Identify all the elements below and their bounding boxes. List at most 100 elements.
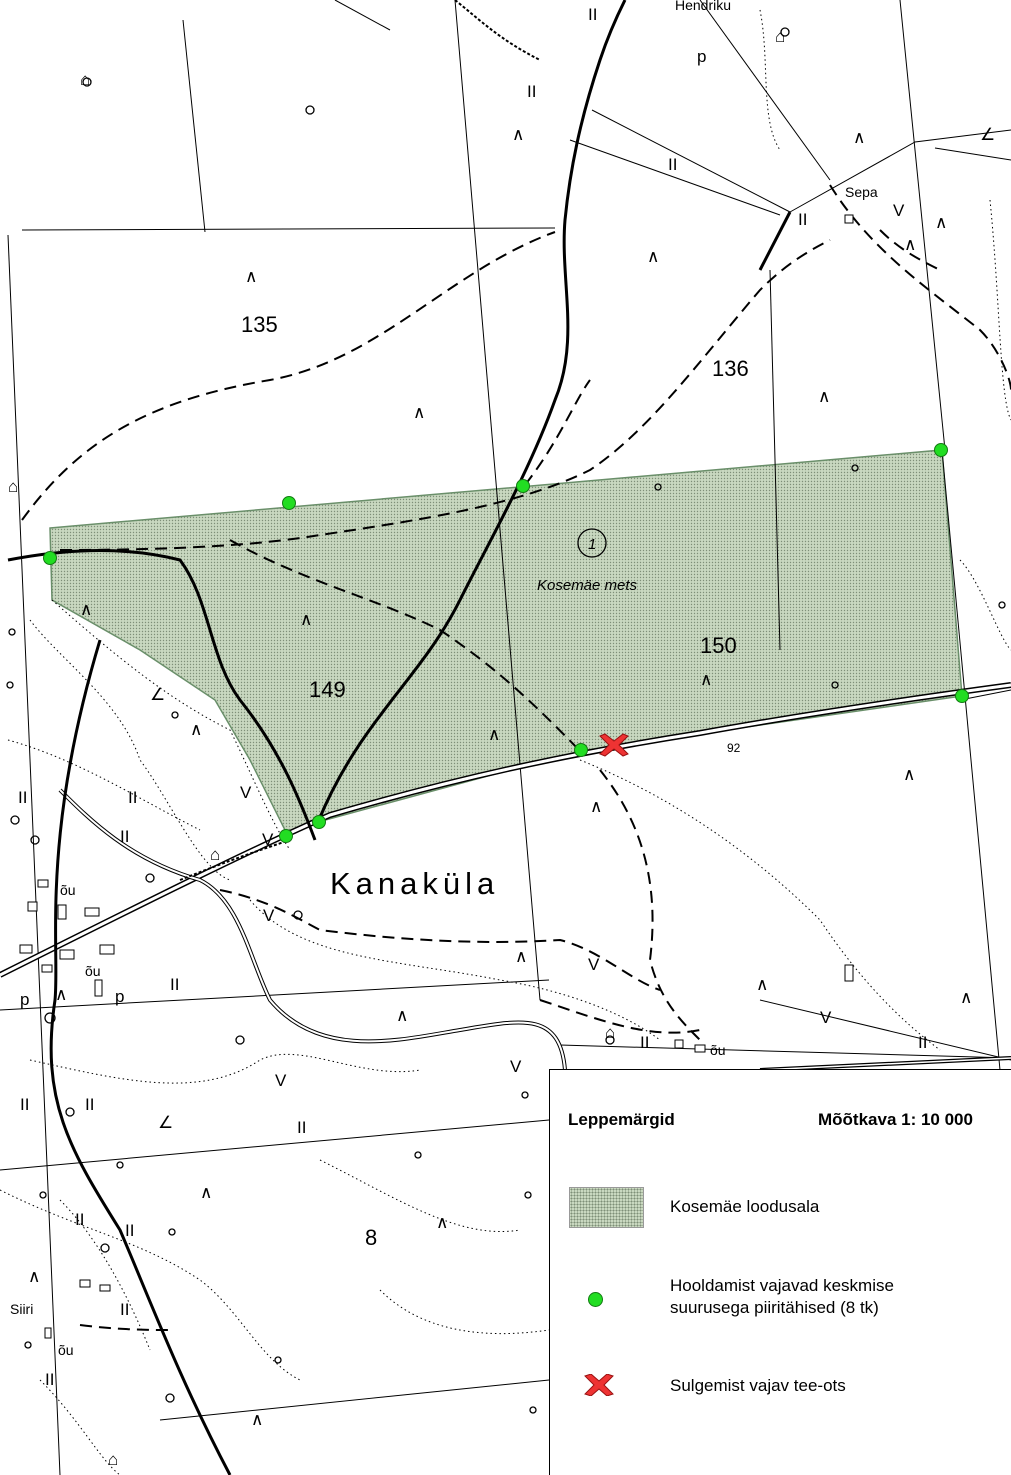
- paths: [7, 0, 792, 1475]
- svg-text:∧: ∧: [300, 610, 312, 629]
- site-number-circle: [577, 528, 607, 558]
- svg-text:∠: ∠: [158, 1113, 173, 1132]
- svg-text:p: p: [20, 990, 29, 1009]
- legend-title: Leppemärgid: [568, 1110, 675, 1129]
- place-label-sepa: Sepa: [845, 184, 878, 200]
- road-end-cross-icon: [599, 733, 629, 757]
- compartment-number: 8: [365, 1225, 377, 1250]
- svg-text:∧: ∧: [647, 247, 659, 266]
- svg-text:II: II: [128, 788, 137, 807]
- svg-text:II: II: [18, 788, 27, 807]
- svg-text:⌂: ⌂: [108, 1450, 118, 1469]
- legend-panel: Leppemärgid Mõõtkava 1: 10 000 Kosemäe l…: [549, 1069, 1011, 1475]
- legend-label-protected-area: Kosemäe loodusala: [670, 1197, 820, 1216]
- svg-text:II: II: [120, 827, 129, 846]
- svg-text:∠: ∠: [980, 125, 995, 144]
- tracks: [21, 184, 1011, 1331]
- svg-text:∧: ∧: [960, 988, 972, 1007]
- place-label-hendriku: Hendriku: [675, 0, 731, 13]
- svg-text:∧: ∧: [904, 235, 916, 254]
- boundary-marker: [282, 496, 296, 510]
- svg-text:II: II: [588, 5, 597, 24]
- svg-text:∧: ∧: [512, 125, 524, 144]
- site-number: 1: [588, 536, 596, 553]
- legend-label-boundary-markers: Hooldamist vajavad keskmise suurusega pi…: [670, 1276, 894, 1317]
- svg-text:II: II: [120, 1300, 129, 1319]
- place-label-siiri: Siiri: [10, 1301, 33, 1317]
- boundary-marker: [312, 815, 326, 829]
- boundary-marker: [934, 443, 948, 457]
- svg-text:∧: ∧: [396, 1006, 408, 1025]
- svg-text:II: II: [297, 1118, 306, 1137]
- svg-text:II: II: [668, 155, 677, 174]
- svg-text:II: II: [918, 1033, 927, 1052]
- svg-text:V: V: [262, 830, 274, 849]
- svg-text:V: V: [588, 955, 600, 974]
- svg-text:∧: ∧: [515, 947, 527, 966]
- svg-text:II: II: [125, 1221, 134, 1240]
- svg-text:õu: õu: [85, 963, 101, 979]
- road-number: 92: [727, 741, 741, 755]
- svg-text:∧: ∧: [700, 670, 712, 689]
- svg-text:II: II: [798, 210, 807, 229]
- map-circles: [6, 27, 1006, 1414]
- svg-text:V: V: [275, 1071, 287, 1090]
- boundary-marker: [955, 689, 969, 703]
- svg-text:∧: ∧: [55, 985, 67, 1004]
- svg-text:II: II: [527, 82, 536, 101]
- svg-text:∠: ∠: [150, 685, 165, 704]
- boundary-marker: [279, 829, 293, 843]
- compartment-number: 149: [309, 677, 346, 702]
- svg-text:II: II: [85, 1095, 94, 1114]
- river: [58, 788, 567, 1071]
- svg-text:∧: ∧: [853, 128, 865, 147]
- protected-area-swatch: [569, 1187, 644, 1228]
- svg-text:⌂: ⌂: [8, 477, 18, 496]
- boundary-marker: [516, 479, 530, 493]
- compartment-number: 135: [241, 312, 278, 337]
- compartment-number: 136: [712, 356, 749, 381]
- svg-text:õu: õu: [58, 1342, 74, 1358]
- svg-text:⌂: ⌂: [605, 1023, 615, 1042]
- svg-text:p: p: [115, 987, 124, 1006]
- svg-text:V: V: [820, 1008, 832, 1027]
- svg-text:II: II: [170, 975, 179, 994]
- svg-text:V: V: [893, 201, 905, 220]
- svg-text:õu: õu: [60, 882, 76, 898]
- svg-text:⌂: ⌂: [210, 845, 220, 864]
- svg-text:∧: ∧: [200, 1183, 212, 1202]
- svg-text:∧: ∧: [436, 1213, 448, 1232]
- svg-text:II: II: [640, 1033, 649, 1052]
- boundary-marker: [574, 743, 588, 757]
- svg-text:II: II: [75, 1210, 84, 1229]
- svg-text:II: II: [20, 1095, 29, 1114]
- boundary-marker: [43, 551, 57, 565]
- main-road: [0, 682, 1011, 1072]
- contour-lines: [0, 9, 1011, 1475]
- svg-text:V: V: [263, 906, 275, 925]
- boundary-marker-icon: [588, 1292, 603, 1307]
- ticked-line: [179, 0, 541, 881]
- village-label: Kanaküla: [330, 866, 499, 901]
- svg-text:∧: ∧: [28, 1267, 40, 1286]
- boundary-markers: [43, 443, 969, 843]
- svg-text:⌂: ⌂: [775, 27, 785, 46]
- road-end-cross-legend-icon: [584, 1374, 614, 1396]
- svg-text:∧: ∧: [190, 720, 202, 739]
- svg-text:⌂: ⌂: [80, 70, 90, 89]
- svg-text:∧: ∧: [488, 725, 500, 744]
- svg-text:II: II: [45, 1370, 54, 1389]
- svg-text:∧: ∧: [251, 1410, 263, 1429]
- legend-scale: Mõõtkava 1: 10 000: [818, 1110, 973, 1129]
- svg-text:∧: ∧: [756, 975, 768, 994]
- svg-text:∧: ∧: [413, 403, 425, 422]
- svg-text:∧: ∧: [80, 600, 92, 619]
- forest-name: Kosemäe mets: [537, 577, 638, 594]
- buildings: [19, 214, 854, 1339]
- compartment-number: 150: [700, 633, 737, 658]
- svg-text:V: V: [510, 1057, 522, 1076]
